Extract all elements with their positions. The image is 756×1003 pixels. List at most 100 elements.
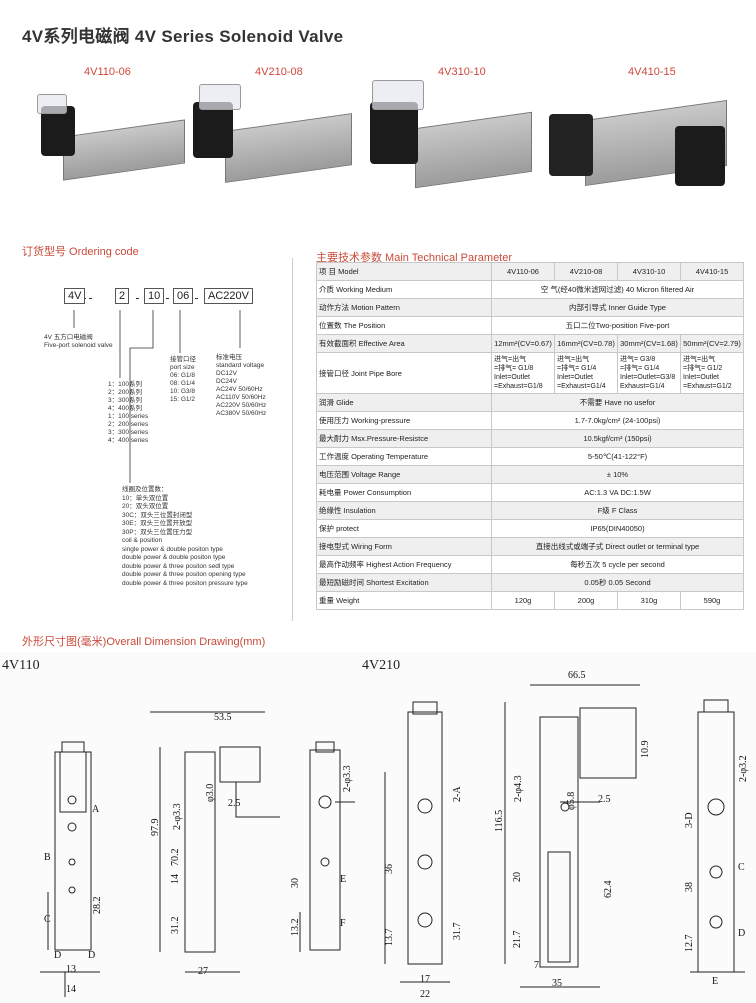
dim-4v210-17: 17: [420, 974, 430, 985]
dim-4v210-109: 10.9: [640, 740, 651, 759]
spec-row-label: 保护 protect: [316, 519, 492, 538]
spec-row: 电压范围 Voltage Range± 10%: [316, 465, 744, 484]
spec-cell: AC:1.3 VA DC:1.5W: [491, 483, 744, 502]
dim-4v210-20: 20: [512, 872, 523, 882]
dim-4v110-282: 28.2: [92, 896, 103, 915]
dim-4v110-width: 53.5: [214, 712, 232, 723]
oc-box-port: 06: [173, 288, 194, 304]
spec-header-model: 4V410-15: [680, 262, 744, 281]
spec-header-model: 4V210-08: [554, 262, 618, 281]
dim-4v210-127: 12.7: [684, 934, 695, 953]
page-title: 4V系列电磁阀 4V Series Solenoid Valve: [22, 27, 344, 46]
spec-header-model: 4V110-06: [491, 262, 555, 281]
dim-4v210-217: 21.7: [512, 930, 523, 949]
spec-cell: 200g: [554, 591, 618, 610]
product-photo-4v310: [360, 76, 535, 208]
ordering-leader-lines: [73, 298, 241, 483]
dim-4v210-3d: 3-D: [684, 812, 695, 828]
dim-4v110-30: 30: [290, 878, 301, 888]
dim-4v110-25: 2.5: [228, 798, 241, 809]
spec-cell: 50mm²(CV=2.79): [680, 334, 744, 353]
dim-4v210-36: 36: [384, 864, 395, 874]
dim-4v110-13: 13: [66, 964, 76, 975]
dim-4v210-317: 31.7: [452, 922, 463, 941]
oc-box-voltage: AC220V: [204, 288, 253, 304]
dim-4v110-132: 13.2: [290, 918, 301, 937]
dim-4v210-c: C: [738, 862, 745, 873]
dim-4v210-phi32: 2-φ3.2: [738, 755, 749, 782]
spec-heading: 主要技术参数 Main Technical Parameter: [316, 252, 513, 264]
drawing-label-4v110: 4V110: [2, 658, 40, 673]
dim-4v110-phi: φ3.0: [205, 783, 216, 802]
dimension-drawing-area: 4V110 4V210: [0, 652, 756, 1003]
spec-row-label: 接电型式 Wiring Form: [316, 537, 492, 556]
dim-4v210-2a: 2-A: [452, 786, 463, 802]
dim-4v110-f: F: [340, 918, 346, 929]
dim-4v110-e: E: [340, 874, 347, 885]
dim-4v110-a: A: [92, 804, 100, 815]
product-photo-4v110: [35, 88, 185, 200]
oc-box-series: 4V: [64, 288, 86, 304]
spec-cell: 16mm²(CV=0.78): [554, 334, 618, 353]
model-label-3: 4V310-10: [438, 66, 486, 78]
spec-cell: 空 气(经40微米滤网过滤) 40 Micron filtered Air: [491, 280, 744, 299]
spec-cell: 进气=出气 =排气= G1/2 Inlet=Outlet =Exhaust=G1…: [680, 352, 744, 394]
spec-row-label: 绝缘性 Insulation: [316, 501, 492, 520]
spec-row-label: 耗电量 Power Consumption: [316, 483, 492, 502]
spec-row-label: 有效截面积 Effective Area: [316, 334, 492, 353]
dim-4v210-7: 7: [534, 960, 539, 971]
ordering-heading: 订货型号 Ordering code: [22, 246, 139, 258]
spec-header-label: 项 目 Model: [316, 262, 492, 281]
spec-cell: 内部引导式 Inner Guide Type: [491, 298, 744, 317]
spec-row-label: 电压范围 Voltage Range: [316, 465, 492, 484]
spec-cell: 1.7-7.0kg/cm² (24-100psi): [491, 411, 744, 430]
spec-cell: 12mm²(CV=0.67): [491, 334, 555, 353]
dim-4v210-22: 22: [420, 989, 430, 1000]
spec-row-label: 润滑 Glide: [316, 393, 492, 412]
dim-4v210-hole: 2-φ4.3: [513, 775, 524, 802]
oc-box-model: 2: [115, 288, 130, 304]
dim-4v110-d: D: [54, 950, 62, 961]
dim-4v210-624: 62.4: [603, 880, 614, 899]
drawing-heading: 外形尺寸图(毫米)Overall Dimension Drawing(mm): [22, 636, 266, 648]
spec-row-label: 位置数 The Position: [316, 316, 492, 335]
model-label-1: 4V110-06: [84, 66, 131, 78]
spec-row-label: 重量 Weight: [316, 591, 492, 610]
dim-4v110-hole: 2-φ3.3: [172, 803, 183, 830]
dim-4v210-137: 13.7: [384, 928, 395, 947]
spec-cell: 590g: [680, 591, 744, 610]
spec-row-label: 最短励磁时间 Shortest Excitation: [316, 573, 492, 592]
spec-row-label: 使用压力 Working-pressure: [316, 411, 492, 430]
spec-cell: 直接出线式或端子式 Direct outlet or terminal type: [491, 537, 744, 556]
spec-cell: IP65(DIN40050): [491, 519, 744, 538]
spec-row-label: 工作温度 Operating Temperature: [316, 447, 492, 466]
dim-4v110-low: 31.2: [170, 916, 181, 935]
dim-4v210-35: 35: [552, 978, 562, 989]
model-label-2: 4V210-08: [255, 66, 303, 78]
dim-4v110-mid: 70.2: [170, 848, 181, 867]
dim-4v210-25: 2.5: [598, 794, 611, 805]
spec-cell: ± 10%: [491, 465, 744, 484]
